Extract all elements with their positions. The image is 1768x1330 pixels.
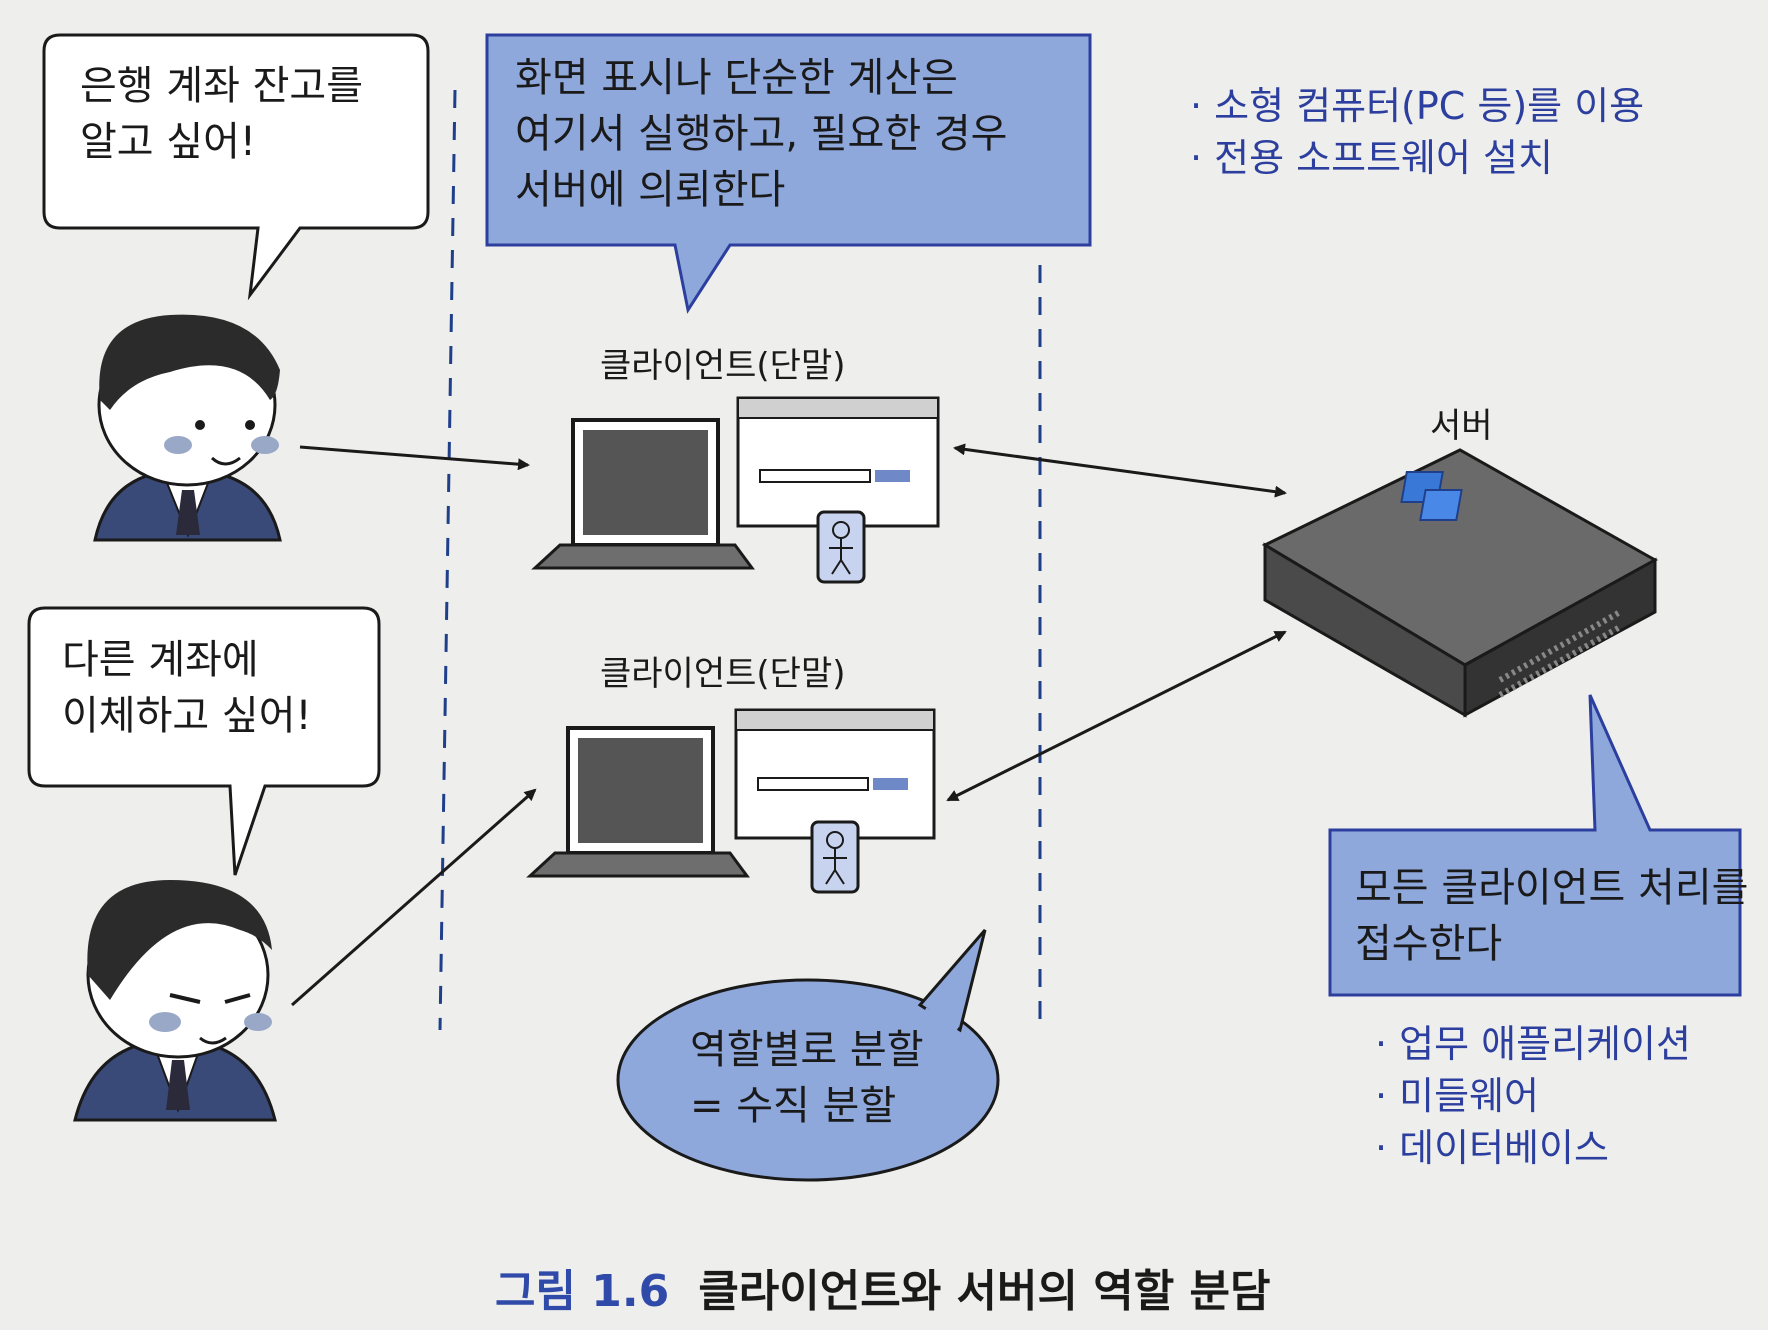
server-note-box bbox=[1328, 694, 1742, 997]
client-note-line3: 서버에 의뢰한다 bbox=[515, 167, 786, 213]
client-label-top: 클라이언트(단말) bbox=[600, 346, 846, 386]
customer2-bubble-text: 다른 계좌에 이체하고 싶어! bbox=[62, 632, 312, 744]
split-bubble-text: 역할별로 분할 = 수직 분할 bbox=[690, 1022, 924, 1134]
server-spec-item: · 데이터베이스 bbox=[1375, 1126, 1609, 1170]
client-bottom-user-icon bbox=[810, 820, 860, 894]
arrow-client-top-server bbox=[953, 443, 1287, 498]
customer2-speech-bubble bbox=[27, 606, 381, 876]
client-note-line1: 화면 표시나 단순한 계산은 bbox=[515, 55, 958, 101]
split-bubble-line1: 역할별로 분할 bbox=[690, 1027, 924, 1073]
client-spec-item: · 소형 컴퓨터(PC 등)를 이용 bbox=[1190, 84, 1645, 128]
customer1-speech-bubble bbox=[42, 33, 430, 301]
client-top-laptop-icon bbox=[531, 418, 755, 570]
customer2-bubble-line1: 다른 계좌에 bbox=[62, 637, 259, 683]
arrow-customer2-to-client bbox=[291, 788, 537, 1007]
client-note-box bbox=[485, 33, 1092, 314]
arrow-customer1-to-client bbox=[299, 445, 530, 471]
client-top-browser-icon bbox=[736, 396, 940, 528]
figure-title: 클라이언트와 서버의 역할 분담 bbox=[698, 1266, 1271, 1317]
client-specs-list: · 소형 컴퓨터(PC 등)를 이용 · 전용 소프트웨어 설치 bbox=[1190, 80, 1644, 184]
server-specs-list: · 업무 애플리케이션 · 미들웨어 · 데이터베이스 bbox=[1375, 1018, 1691, 1174]
server-spec-item: · 미들웨어 bbox=[1375, 1074, 1539, 1118]
client-top-user-icon bbox=[816, 510, 866, 584]
customer1-bubble-text: 은행 계좌 잔고를 알고 싶어! bbox=[80, 58, 363, 170]
client-zone-left-boundary bbox=[438, 89, 457, 1031]
server-spec-item: · 업무 애플리케이션 bbox=[1375, 1022, 1691, 1066]
client-spec-item: · 전용 소프트웨어 설치 bbox=[1190, 136, 1553, 180]
client-label-bottom: 클라이언트(단말) bbox=[600, 654, 846, 694]
server-label: 서버 bbox=[1430, 406, 1493, 446]
split-bubble-line2: = 수직 분할 bbox=[690, 1083, 897, 1129]
client-note-line2: 여기서 실행하고, 필요한 경우 bbox=[515, 111, 1008, 157]
figure-caption: 그림 1.6 클라이언트와 서버의 역할 분담 bbox=[495, 1255, 1271, 1319]
client-note-text: 화면 표시나 단순한 계산은 여기서 실행하고, 필요한 경우 서버에 의뢰한다 bbox=[515, 50, 1007, 218]
customer2-bubble-line2: 이체하고 싶어! bbox=[62, 693, 312, 739]
figure-number: 그림 1.6 bbox=[495, 1266, 670, 1317]
server-note-text: 모든 클라이언트 처리를 접수한다 bbox=[1355, 860, 1748, 972]
customer1-avatar bbox=[93, 314, 282, 542]
customer1-bubble-line1: 은행 계좌 잔고를 bbox=[80, 63, 364, 109]
server-note-line2: 접수한다 bbox=[1355, 921, 1503, 967]
client-bottom-browser-icon bbox=[734, 708, 936, 840]
client-bottom-laptop-icon bbox=[526, 726, 750, 878]
server-icon bbox=[1261, 448, 1659, 718]
server-note-line1: 모든 클라이언트 처리를 bbox=[1355, 865, 1749, 911]
split-speech-bubble bbox=[616, 929, 1000, 1182]
arrow-client-bottom-server bbox=[946, 630, 1287, 802]
customer1-bubble-line2: 알고 싶어! bbox=[80, 119, 256, 165]
customer2-avatar bbox=[73, 880, 277, 1122]
